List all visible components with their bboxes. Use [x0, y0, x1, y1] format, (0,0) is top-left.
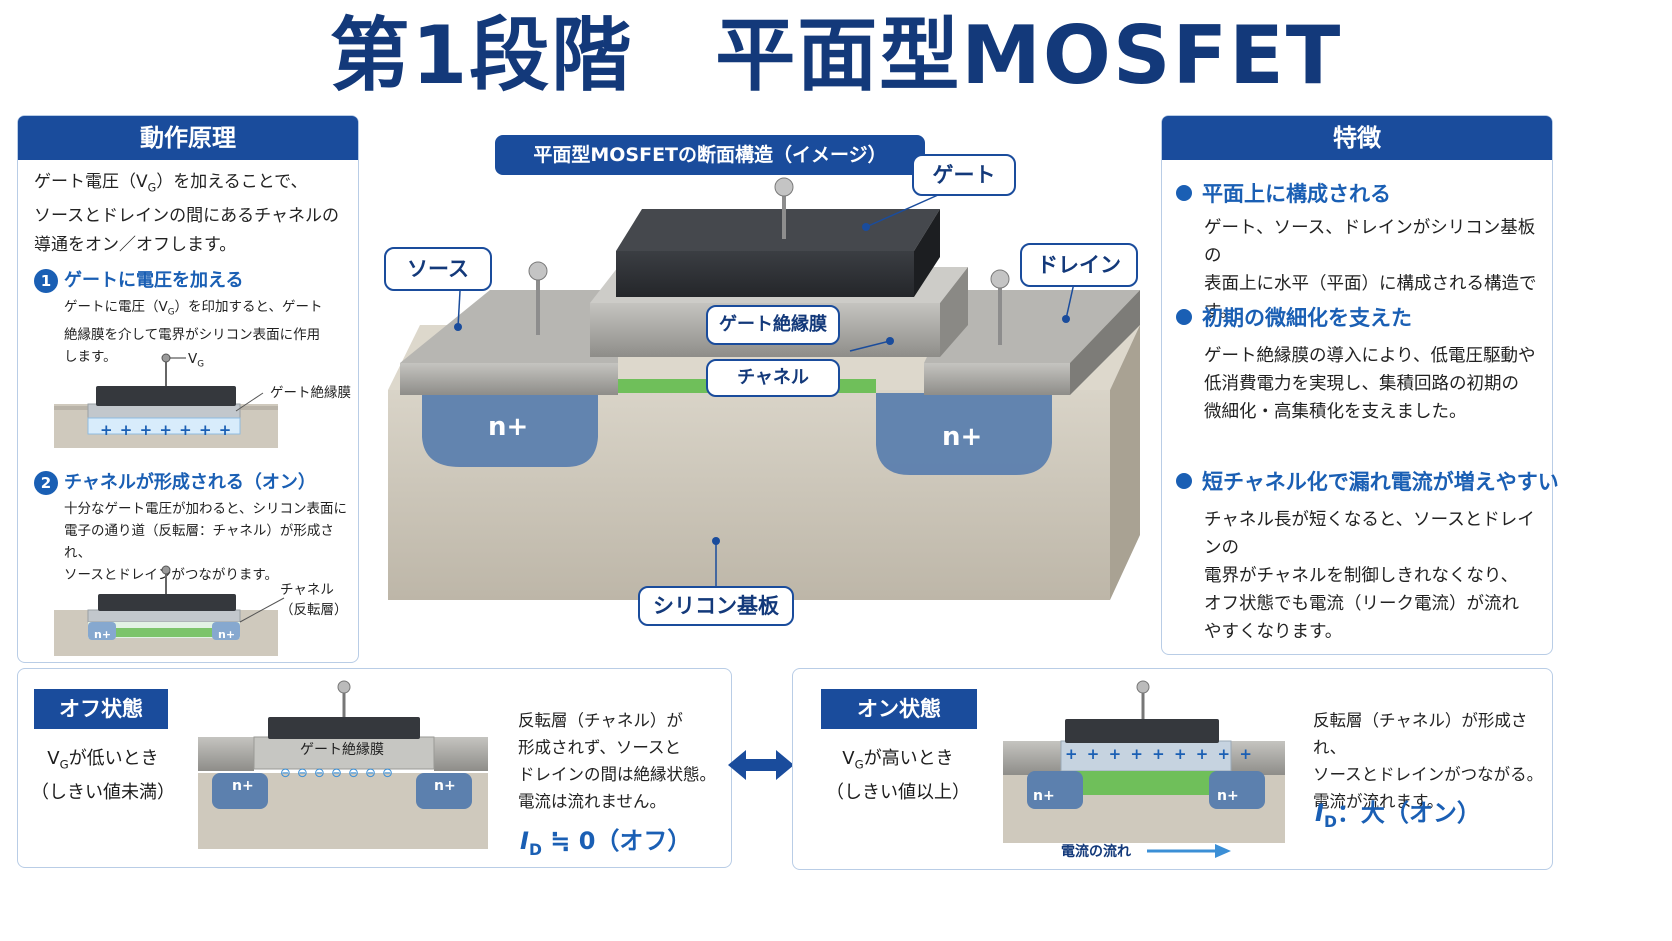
- label-insulator: ゲート絶縁膜: [706, 305, 840, 345]
- features-heading: 特徴: [1162, 116, 1552, 160]
- label-n-left: n+: [488, 412, 529, 442]
- step2-channel-label: チャネル（反転層）: [280, 582, 348, 618]
- step2-n-right: n+: [218, 628, 236, 641]
- label-drain: ドレイン: [1020, 243, 1138, 287]
- off-state-diagram: [198, 680, 488, 849]
- operation-principle-panel: 動作原理 ゲート電圧（VG）を加えることで、 ソースとドレインの間にあるチャネル…: [17, 115, 359, 663]
- feature-1-title: 平面上に構成される: [1176, 178, 1391, 208]
- features-panel: 特徴 平面上に構成される ゲート、ソース、ドレインがシリコン基板の表面上に水平（…: [1161, 115, 1559, 655]
- step1-diagram: [54, 353, 278, 448]
- label-n-right: n+: [942, 422, 983, 452]
- feature-2-title: 初期の微細化を支えた: [1176, 302, 1412, 332]
- feature-1-text: ゲート、ソース、ドレインがシリコン基板の表面上に水平（平面）に構成される構造です…: [1204, 218, 1537, 322]
- off-state-description: 反転層（チャネル）が形成されず、ソースとドレインの間は絶縁状態。電流は流れません…: [518, 711, 716, 811]
- double-arrow-icon: [728, 750, 794, 780]
- label-substrate: シリコン基板: [638, 586, 794, 626]
- on-state-id-value: ID：大（オン）: [1315, 799, 1481, 831]
- off-state-insulator: ゲート絶縁膜: [300, 742, 384, 758]
- on-state-charges: + + + + + + + + +: [1065, 745, 1254, 763]
- off-state-tag: オフ状態: [34, 689, 168, 729]
- label-source: ソース: [384, 247, 492, 291]
- feature-2-text: ゲート絶縁膜の導入により、低電圧駆動や低消費電力を実現し、集積回路の初期の微細化…: [1204, 346, 1536, 422]
- step1-insulator-label: ゲート絶縁膜: [270, 385, 351, 401]
- feature-3-text: チャネル長が短くなると、ソースとドレインの電界がチャネルを制御しきれなくなり、オ…: [1204, 510, 1535, 642]
- off-state-n-left: n+: [232, 778, 254, 794]
- step2-diagram: [54, 565, 285, 656]
- off-state-condition: VGが低いとき（しきい値未満）: [31, 748, 175, 803]
- off-state-id-value: ID ≒ 0（オフ）: [520, 827, 692, 859]
- on-state-condition: VGが高いとき（しきい値以上）: [826, 748, 970, 803]
- on-state-description: 反転層（チャネル）が形成され、ソースとドレインがつながる。電流が流れます。: [1313, 711, 1544, 811]
- intro-text: ゲート電圧（VG）を加えることで、 ソースとドレインの間にあるチャネルの 導通を…: [34, 172, 339, 256]
- feature-3-title: 短チャネル化で漏れ電流が増えやすい: [1176, 466, 1559, 496]
- off-state-panel: オフ状態 VGが低いとき（しきい値未満） ゲート絶縁膜 n+ n+ ⊖ ⊖ ⊖ …: [17, 668, 732, 868]
- on-state-tag: オン状態: [821, 689, 977, 729]
- cross-section-diagram: [388, 177, 1140, 600]
- label-gate: ゲート: [912, 154, 1016, 196]
- on-state-n-left: n+: [1033, 788, 1055, 804]
- operation-principle-heading: 動作原理: [18, 116, 358, 160]
- step1-charges: + + + + + + +: [100, 421, 233, 439]
- on-state-n-right: n+: [1217, 788, 1239, 804]
- current-flow-label: 電流の流れ: [1061, 844, 1131, 860]
- page-title: 第1段階 平面型MOSFET: [329, 9, 1343, 102]
- step1-number: 1: [34, 269, 58, 293]
- cross-section-title: 平面型MOSFETの断面構造（イメージ）: [495, 135, 925, 175]
- on-state-panel: オン状態 VGが高いとき（しきい値以上） + + + + + + + + + n…: [792, 668, 1553, 870]
- label-channel: チャネル: [706, 359, 840, 397]
- on-state-diagram: [1003, 680, 1285, 843]
- step2-text: 十分なゲート電圧が加わると、シリコン表面に 電子の通り道（反転層：チャネル）が形…: [64, 501, 347, 583]
- current-flow-arrow-icon: [1147, 844, 1231, 858]
- step2-number: 2: [34, 471, 58, 495]
- step1-text: ゲートに電圧（VG）を印加すると、ゲート 絶縁膜を介して電界がシリコン表面に作用…: [64, 299, 323, 365]
- step1-vg-label: VG: [188, 351, 205, 370]
- step2-n-left: n+: [94, 628, 112, 641]
- off-state-electrons: ⊖ ⊖ ⊖ ⊖ ⊖ ⊖ ⊖: [280, 766, 395, 781]
- off-state-n-right: n+: [434, 778, 456, 794]
